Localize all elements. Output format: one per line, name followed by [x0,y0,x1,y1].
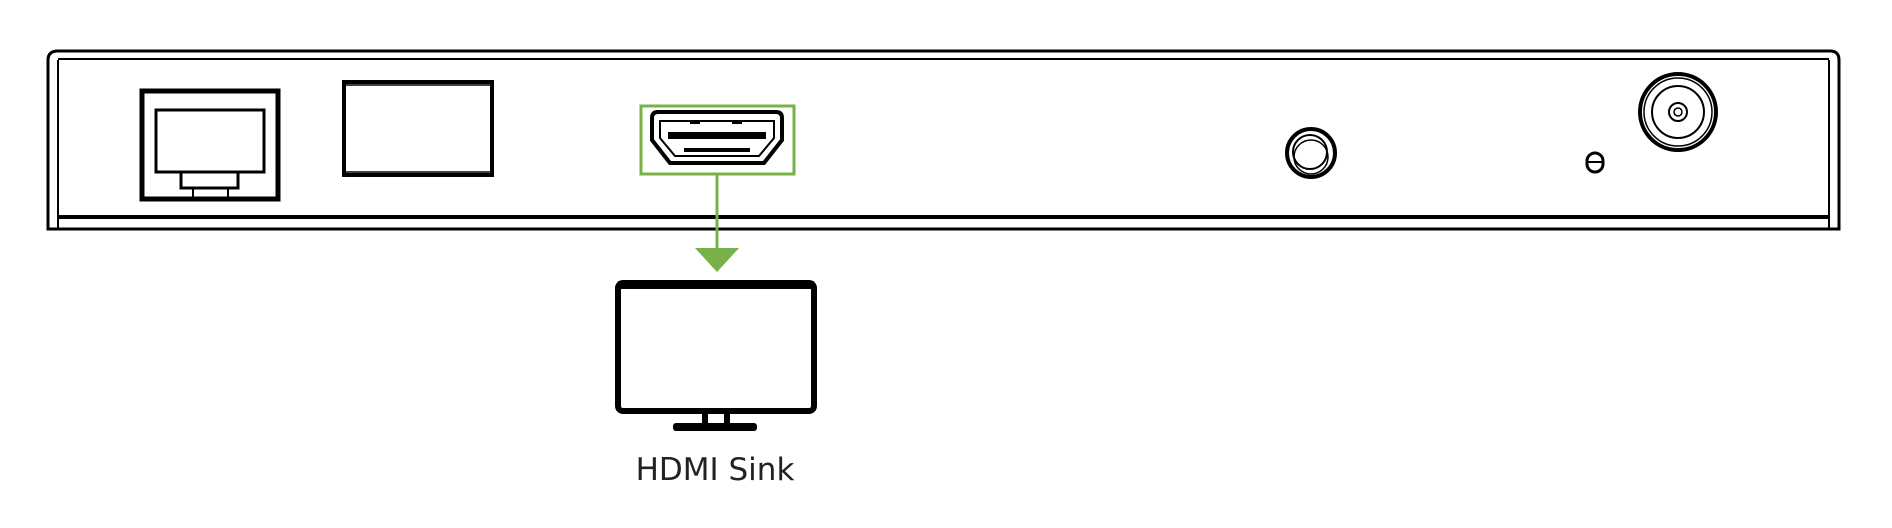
power-connector [1638,72,1718,152]
hdmi-sink-label: HDMI Sink [635,452,795,488]
audio-jack [1285,127,1337,179]
hdmi-port [639,104,796,176]
device-chassis [46,49,1841,231]
hdmi-connection-arrow [695,174,739,272]
monitor-icon [615,280,817,431]
rj45-port [139,88,281,202]
usb-port [342,80,494,177]
led-indicator [1585,151,1605,174]
